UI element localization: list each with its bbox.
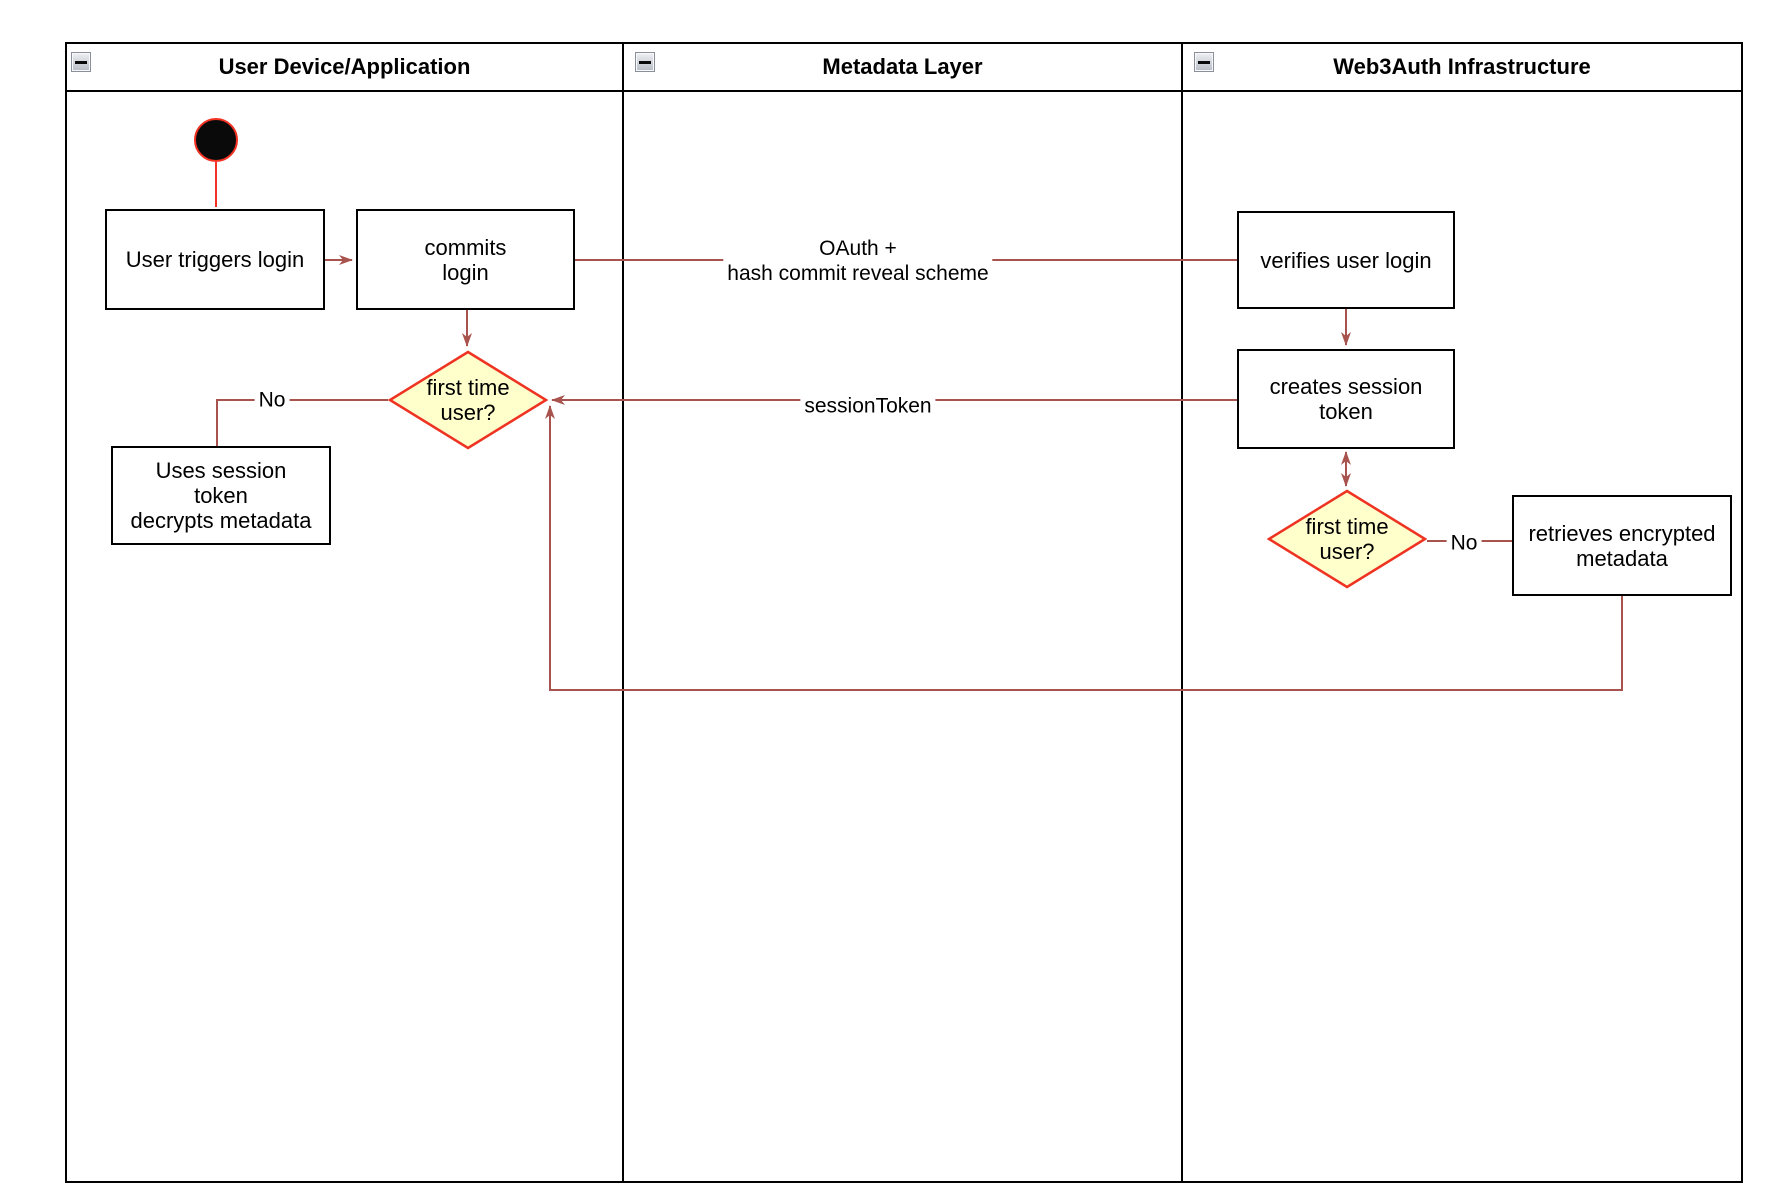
diamond-shape: [1267, 489, 1427, 589]
collapse-lane-icon[interactable]: [1194, 52, 1214, 72]
node-retrieves-encrypted-metadata[interactable]: retrieves encrypted metadata: [1512, 495, 1732, 596]
lane-title: Metadata Layer: [822, 54, 983, 79]
decision-first-time-user-device[interactable]: first time user?: [388, 350, 548, 450]
node-uses-session-token[interactable]: Uses session token decrypts metadata: [111, 446, 331, 545]
lane-title: Web3Auth Infrastructure: [1333, 54, 1591, 79]
node-verifies-user-login[interactable]: verifies user login: [1237, 211, 1455, 309]
node-commits-login[interactable]: commits login: [356, 209, 575, 310]
edge-label-no-device[interactable]: No: [254, 387, 290, 413]
collapse-lane-icon[interactable]: [635, 52, 655, 72]
swimlane-diagram: User Device/Application Metadata Layer W…: [65, 42, 1743, 1183]
edge-label-sessiontoken[interactable]: sessionToken: [800, 393, 936, 419]
node-label: creates session token: [1269, 374, 1423, 424]
node-label: first time user?: [426, 375, 510, 425]
node-creates-session-token[interactable]: creates session token: [1237, 349, 1455, 449]
diamond-shape: [388, 350, 548, 450]
node-label: retrieves encrypted metadata: [1528, 520, 1716, 571]
lane-header-metadata-layer[interactable]: Metadata Layer: [624, 44, 1181, 92]
lane-header-user-device[interactable]: User Device/Application: [67, 44, 622, 92]
node-label: first time user?: [1305, 514, 1389, 564]
node-label: User triggers login: [125, 247, 305, 272]
lane-metadata-layer[interactable]: Metadata Layer: [624, 44, 1183, 1181]
node-label: verifies user login: [1260, 247, 1432, 273]
collapse-lane-icon[interactable]: [71, 52, 91, 72]
lane-title: User Device/Application: [218, 54, 471, 79]
lane-web3auth-infrastructure[interactable]: Web3Auth Infrastructure: [1183, 44, 1741, 1181]
lane-header-web3auth-infrastructure[interactable]: Web3Auth Infrastructure: [1183, 44, 1741, 92]
decision-first-time-user-infra[interactable]: first time user?: [1267, 489, 1427, 589]
node-label: commits login: [424, 234, 507, 285]
initial-state-node[interactable]: [194, 118, 238, 162]
node-label: Uses session token decrypts metadata: [130, 458, 312, 533]
edge-label-oauth[interactable]: OAuth + hash commit reveal scheme: [723, 236, 993, 286]
edge-label-no-infra[interactable]: No: [1446, 530, 1482, 556]
node-user-triggers-login[interactable]: User triggers login: [105, 209, 325, 310]
